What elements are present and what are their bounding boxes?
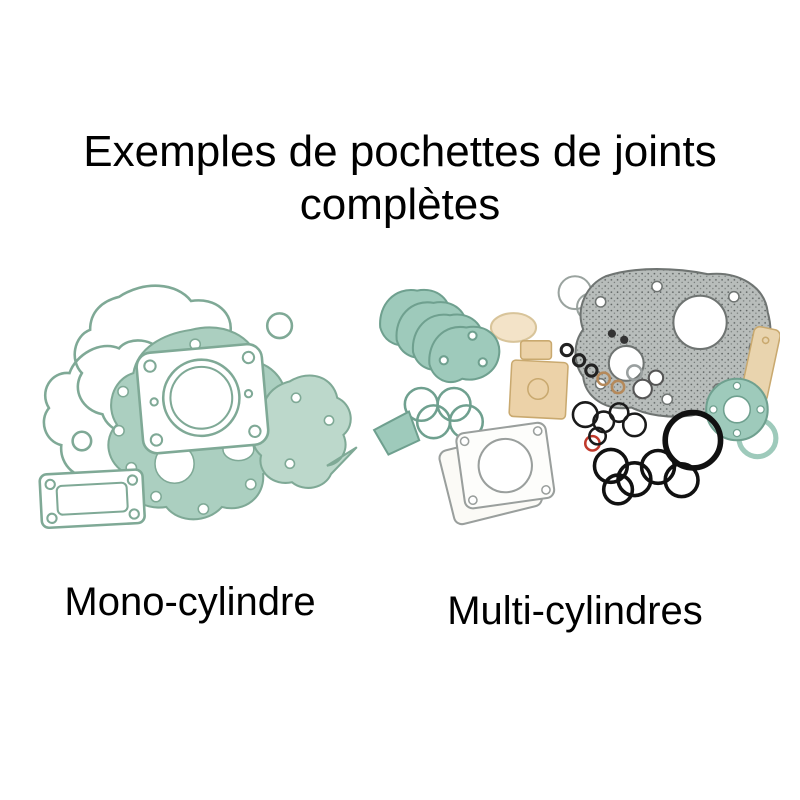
mono-cylinder-label: Mono-cylindre	[64, 579, 316, 624]
mono-cylinder-gasket-kit-image	[38, 284, 358, 529]
small-washers	[559, 329, 665, 399]
base-rectangular-gasket	[38, 467, 146, 529]
head-gaskets	[438, 421, 556, 525]
cylinder-head-gasket	[135, 342, 270, 455]
product-images-row: Mono-cylindre	[0, 266, 800, 634]
multi-cylinder-gasket-kit-image	[372, 267, 780, 525]
title-line-2: complètes	[299, 179, 501, 229]
tan-gaskets	[508, 339, 569, 420]
title-line-1: Exemples de pochettes de joints	[83, 127, 717, 176]
teal-gasket-stack	[379, 288, 501, 383]
multi-cylinder-label: Multi-cylindres	[447, 588, 703, 633]
teal-corner-gasket	[372, 409, 421, 456]
multi-cylinder-figure: Multi-cylindres	[365, 266, 785, 634]
mono-cylinder-figure: Mono-cylindre	[15, 266, 365, 625]
o-ring-chain	[592, 447, 700, 506]
o-ring-cluster	[571, 400, 648, 446]
large-o-ring	[662, 409, 724, 471]
page-title: Exemples de pochettes de joints complète…	[83, 126, 717, 232]
twin-ring-base-gaskets	[403, 386, 485, 440]
teal-round-gaskets	[705, 377, 779, 459]
